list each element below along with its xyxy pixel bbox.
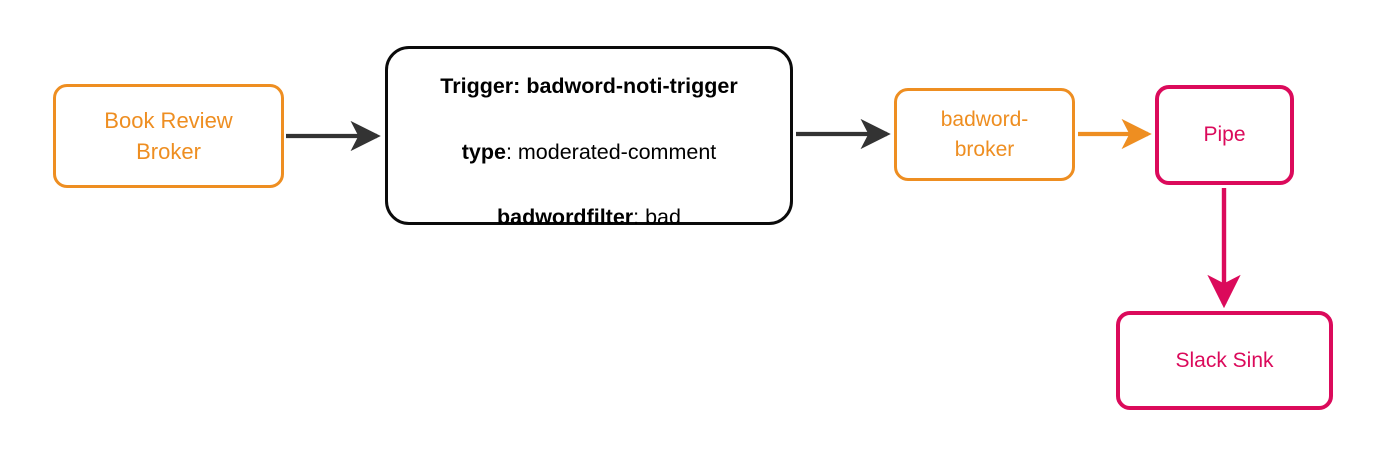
trigger-line-2-value: : moderated-comment bbox=[505, 139, 717, 164]
trigger-line-3-key: badwordfilter bbox=[496, 204, 634, 229]
trigger-line-2-key: type bbox=[461, 139, 506, 164]
node-slack-sink-label: Slack Sink bbox=[1175, 348, 1274, 372]
node-book-review-broker-label: Book Review Broker bbox=[104, 107, 233, 164]
trigger-line-1: Trigger: badword-noti-trigger bbox=[440, 74, 737, 98]
trigger-line-1-key: Trigger: bbox=[440, 74, 521, 99]
node-pipe[interactable]: Pipe bbox=[1155, 85, 1294, 185]
node-pipe-label: Pipe bbox=[1203, 123, 1246, 147]
trigger-line-3: badwordfilter: bad bbox=[497, 205, 681, 229]
node-trigger[interactable]: Trigger: badword-noti-trigger type: mode… bbox=[385, 46, 793, 229]
node-badword-broker-label: badword- broker bbox=[940, 107, 1029, 161]
node-book-review-broker[interactable]: Book Review Broker bbox=[53, 84, 284, 188]
trigger-line-1-value: badword-noti-trigger bbox=[526, 74, 738, 99]
trigger-line-2: type: moderated-comment bbox=[462, 140, 717, 164]
trigger-line-3-value: : bad bbox=[633, 204, 681, 229]
node-badword-broker[interactable]: badword- broker bbox=[894, 88, 1075, 181]
node-trigger-label: Trigger: badword-noti-trigger type: mode… bbox=[440, 37, 737, 233]
node-slack-sink[interactable]: Slack Sink bbox=[1116, 311, 1333, 410]
